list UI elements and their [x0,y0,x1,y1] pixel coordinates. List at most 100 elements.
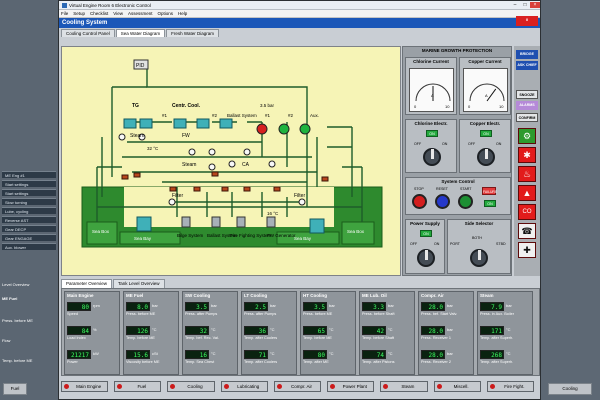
valve-icon[interactable]: ✚ [518,242,536,258]
tab-fresh-water-diagram[interactable]: Fresh Water Diagram [166,29,219,37]
engine-icon[interactable]: ⚙ [518,128,536,144]
main-engine-button[interactable]: Main Engine [61,380,109,392]
param-unit: bar [270,303,276,308]
param-label: Temp. after Coolers [244,360,278,364]
tab-cooling-control-panel[interactable]: Cooling Control Panel [61,29,115,37]
miscell-button[interactable]: Miscell. [433,380,481,392]
param-unit: bar [388,303,394,308]
chlorine-unit: A [431,93,434,98]
co2-icon[interactable]: CO [518,204,536,220]
param-value: 2.5 [244,302,268,311]
chlorine-electr-status: ON [426,130,438,137]
tg-cooler-2 [139,118,153,129]
filter2-label: Filter [294,193,305,199]
pause-icon[interactable]: II [516,16,538,26]
steam2-label: Steam [182,162,196,168]
start-button[interactable] [458,194,473,209]
tab-sea-water-diagram[interactable]: Sea Water Diagram [115,29,166,37]
power-supply-switch[interactable] [417,249,435,267]
bg-item: Start settings [2,180,56,187]
power-supply-group: Power Supply ON OFF ON [405,219,445,274]
chlorine-electr-switch[interactable] [423,148,441,166]
sw-pump-1[interactable] [256,123,268,135]
tab-parameter-overview[interactable]: Parameter Overview [61,279,113,288]
fire-symbol [236,216,246,228]
param-title: ME Fuel [126,293,144,298]
flame-icon[interactable]: ▲ [518,185,536,201]
param-value: 71 [244,350,268,359]
menu-setup[interactable]: Setup [73,11,86,16]
aux-label: Aux. [310,113,319,118]
system-control-group: System Control STOP RESET START FAILURE … [405,177,511,215]
param-value: 32 [185,326,209,335]
sea-bay-left [119,231,181,245]
param-label: Press. before ME [126,312,156,316]
title-bar: Virtual Engine Room 6 Electronic Control… [59,1,540,10]
bg-bottom-tab: Cooling [548,383,592,395]
parameter-tabs: Parameter Overview Tank Level Overview [61,279,166,288]
close-icon[interactable]: × [530,2,540,8]
param-label: Speed [67,312,78,316]
tab-tank-level-overview[interactable]: Tank Level Overview [113,279,165,288]
reset-button[interactable] [435,194,450,209]
cooling-button[interactable]: Cooling [167,380,215,392]
menu-checklist[interactable]: Checklist [90,11,109,16]
maximize-icon[interactable]: □ [523,2,527,8]
power-on-label: ON [434,242,440,246]
param-value: 80 [67,302,91,311]
lubricating-button[interactable]: Lubricating [220,380,268,392]
fuel-button[interactable]: Fuel [114,380,162,392]
copper-electr-switch[interactable] [477,148,495,166]
param-label: Temp. after Superh. [480,336,514,340]
pid-box[interactable] [133,59,149,70]
param-value: 28.0 [421,326,445,335]
compr-air-button[interactable]: Compr. Air [273,380,322,392]
param-value: 36 [244,326,268,335]
param-label: Temp. after ME [303,360,329,364]
param-value: 3.3 [362,302,386,311]
param-value: 15.6 [126,350,150,359]
sw-pump-2[interactable] [278,123,290,135]
side-selector-title: Side Selector [464,221,494,226]
centr-cooler-1 [173,118,187,129]
minimize-icon[interactable]: – [513,2,517,8]
param-title: LT Cooling [244,293,268,298]
gear-icon[interactable]: ✱ [518,147,536,163]
ask-chief-button[interactable]: ASK CHIEF [516,61,538,70]
menu-file[interactable]: File [61,11,69,16]
aux-pump[interactable] [299,123,311,135]
copper-off-label: OFF [468,142,476,146]
confirm-button[interactable]: CONFIRM [516,113,538,122]
phone-icon[interactable]: ☎ [518,223,536,239]
copper-current-group: Copper Current 0 10 A [459,57,511,115]
param-unit: bar [447,303,453,308]
param-label: Viscosity before ME [126,360,160,364]
fire-icon[interactable]: ♨ [518,166,536,182]
steam-button[interactable]: Steam [380,380,428,392]
power-off-label: OFF [410,242,418,246]
snooze-button[interactable]: SNOOZE [516,90,538,99]
param-title: Main Engine [67,293,94,298]
stop-button[interactable] [412,194,427,209]
mgp-title: MARINE GROWTH PROTECTION [421,48,493,53]
n2-label: #2 [212,113,218,118]
copper-electr-status: ON [480,130,492,137]
side-selector-switch[interactable] [470,249,488,267]
menu-view[interactable]: View [113,11,123,16]
param-value: 8.0 [126,302,150,311]
sea-box2-label: Sea Box [347,229,365,234]
menu-assessment[interactable]: Assessment [127,11,153,16]
param-label: Press. before Shaft [362,312,395,316]
power-supply-title: Power Supply [410,221,440,226]
menu-help[interactable]: Help [178,11,188,16]
bridge-button[interactable]: BRIDGE [516,50,538,59]
menu-options[interactable]: Options [157,11,174,16]
valves [121,171,329,192]
tg-cooler-1 [123,118,137,129]
alarms-button[interactable]: ALARMS [516,101,538,110]
param-unit: rpm [93,303,100,308]
power-plant-button[interactable]: Power Plant [327,380,375,392]
fire-fight-button[interactable]: Fire Fight. [486,380,534,392]
main-window: Virtual Engine Room 6 Electronic Control… [58,0,541,400]
